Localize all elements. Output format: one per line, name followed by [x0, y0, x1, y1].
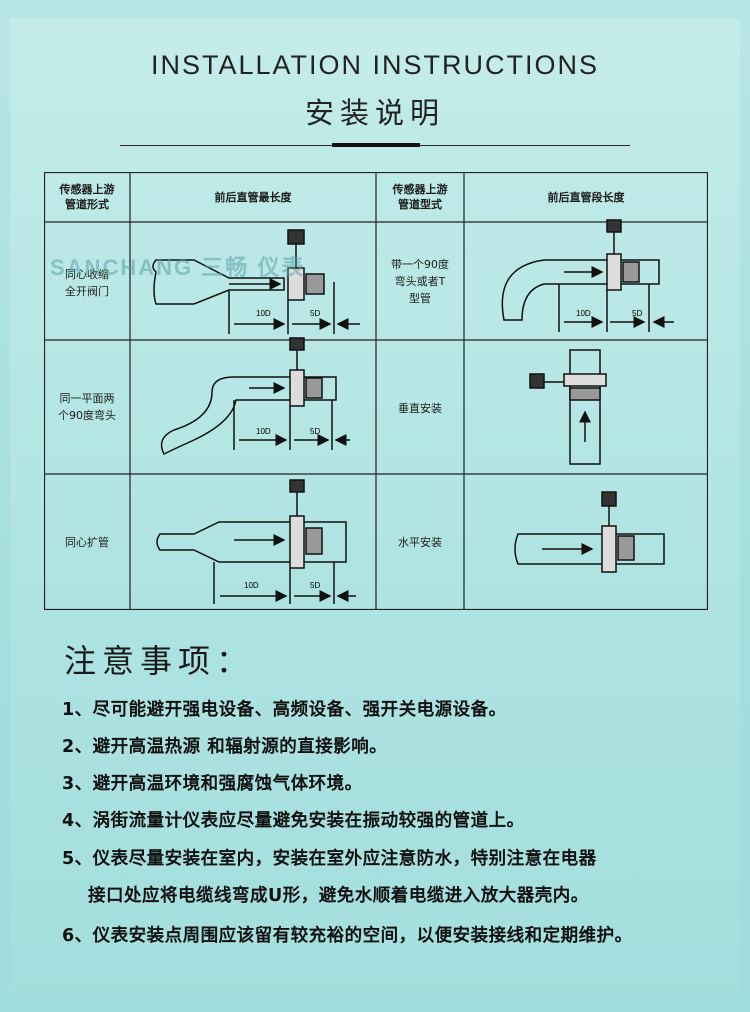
brand-watermark: SANCHANG 三畅 仪表	[50, 255, 306, 280]
svg-text:5D: 5D	[310, 581, 320, 590]
note-item-3: 3、避开高温环境和强腐蚀气体环境。	[62, 774, 363, 794]
diagram-reducer	[152, 229, 360, 334]
svg-text:5D: 5D	[632, 309, 642, 318]
note-item-5: 5、仪表尽量安装在室内，安装在室外应注意防水，特别注意在电器	[62, 849, 597, 869]
row1-right-label: 带一个90度 弯头或者T 型管	[391, 258, 449, 305]
note-item-6: 6、仪表安装点周围应该留有较充裕的空间，以便安装接线和定期维护。	[62, 926, 633, 946]
svg-text:10D: 10D	[256, 427, 271, 436]
title-chinese: 安装说明	[304, 96, 445, 130]
row2-right-label: 垂直安装	[398, 402, 442, 415]
note-item-5-continued: 接口处应将电缆线弯成U形，避免水顺着电缆进入放大器壳内。	[88, 886, 589, 906]
row3-right-label: 水平安装	[398, 536, 442, 549]
header-upstream-form: 传感器上游 管道形式	[59, 183, 115, 211]
svg-text:10D: 10D	[576, 309, 591, 318]
notes-title: 注意事项：	[64, 642, 255, 680]
diagram-horizontal	[514, 491, 665, 573]
table-grid: 10D 5D 10D 5D	[44, 172, 708, 610]
header-max-length: 前后直管最长度	[214, 191, 292, 204]
diagram-vertical	[529, 349, 607, 465]
svg-text:5D: 5D	[310, 427, 320, 436]
diagram-expander	[156, 479, 356, 604]
row3-left-label: 同心扩管	[65, 536, 109, 549]
row1-left-label: 同心收缩 全开阀门	[65, 268, 109, 298]
svg-text:10D: 10D	[244, 581, 259, 590]
note-item-2: 2、避开高温热源 和辐射源的直接影响。	[62, 737, 388, 757]
header-upstream-type: 传感器上游 管道型式	[392, 183, 448, 211]
dim-5d-label: 5D	[310, 309, 320, 318]
note-item-1: 1、尽可能避开强电设备、高频设备、强开关电源设备。	[62, 700, 507, 720]
row2-left-label: 同一平面两 个90度弯头	[58, 392, 116, 422]
installation-table: 10D 5D 10D 5D	[44, 172, 708, 610]
header-segment-length: 前后直管段长度	[547, 191, 625, 204]
title-english: INSTALLATION INSTRUCTIONS	[150, 50, 600, 80]
diagram-elbow	[501, 219, 674, 332]
diagram-two-bends	[160, 337, 350, 456]
title-divider-accent	[332, 143, 420, 147]
note-item-4: 4、涡街流量计仪表应尽量避免安装在振动较强的管道上。	[62, 811, 525, 831]
content-panel	[10, 18, 740, 1002]
dim-10d-label: 10D	[256, 309, 271, 318]
